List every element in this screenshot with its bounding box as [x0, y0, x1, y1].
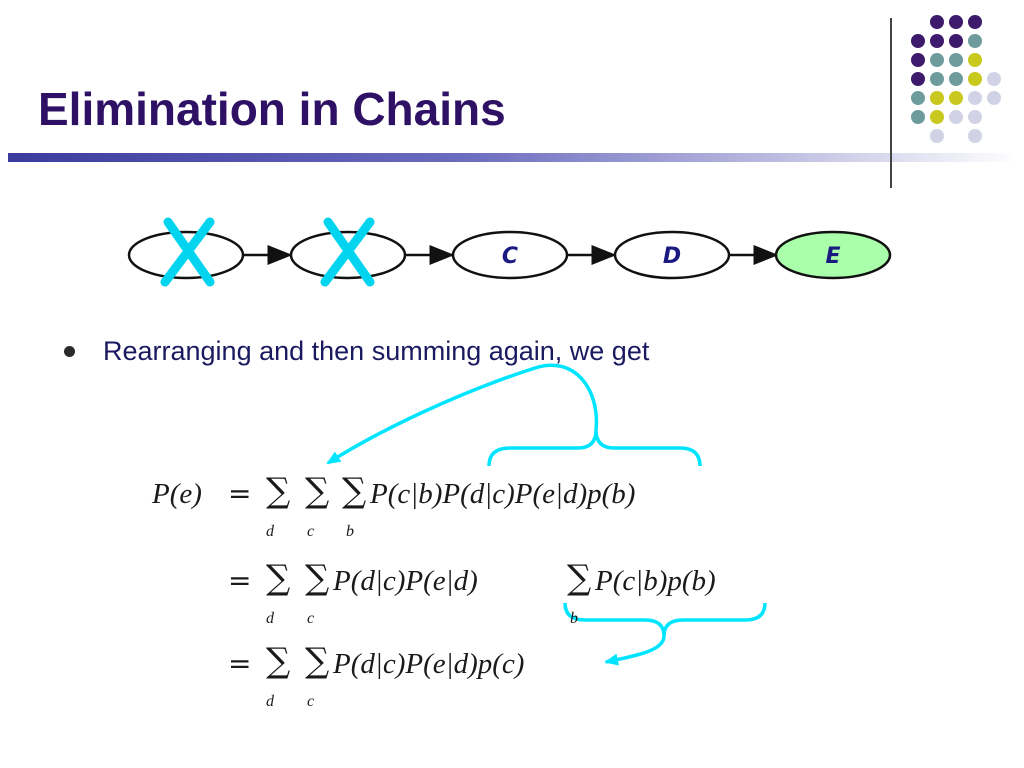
sum-index-d-1: d [266, 523, 275, 540]
decorative-dot [968, 53, 982, 67]
decorative-dot [930, 15, 944, 29]
chain-node-D [613, 230, 731, 280]
annotation-arrow-bottom [604, 635, 666, 666]
decorative-dot [987, 72, 1001, 86]
decorative-dot [968, 34, 982, 48]
chain-node-D-label: D [663, 244, 681, 269]
decorative-dot [930, 34, 944, 48]
chain-node-C [451, 230, 569, 280]
sum-index-d-2: d [266, 610, 275, 627]
decorative-vertical-line [890, 18, 892, 188]
sum-symbol-c-2: ∑ [305, 558, 329, 598]
annotation-arrow-top [326, 363, 599, 465]
equation-line1-lhs: P(e) [151, 478, 202, 510]
sum-index-c-1: c [307, 523, 314, 540]
decorative-dot [968, 129, 982, 143]
equation-line2-equals: = [228, 564, 251, 597]
decorative-dot [930, 129, 944, 143]
decorative-dot [911, 53, 925, 67]
sum-symbol-d-1: ∑ [266, 471, 290, 511]
decorative-dot [949, 72, 963, 86]
sum-index-d-3: d [266, 693, 275, 710]
sum-index-c-3: c [307, 693, 314, 710]
sum-index-b-2: b [570, 610, 578, 627]
decorative-dot [911, 34, 925, 48]
decorative-dot [968, 72, 982, 86]
bullet-text: Rearranging and then summing again, we g… [103, 336, 650, 366]
decorative-dot [949, 34, 963, 48]
equation-line3-terms: P(d|c)P(e|d)p(c) [332, 648, 524, 680]
sum-symbol-b-1: ∑ [342, 471, 366, 511]
decorative-dot [949, 91, 963, 105]
chain-node-E-label: E [825, 244, 840, 269]
equation-line2-terms-a: P(d|c)P(e|d) [332, 565, 478, 597]
decorative-dot [930, 72, 944, 86]
equation-line1-equals: = [228, 477, 251, 510]
cross-mark-node-B [320, 217, 375, 287]
decorative-dot [949, 53, 963, 67]
decorative-dot [968, 15, 982, 29]
decorative-dot [911, 91, 925, 105]
sum-symbol-c-1: ∑ [305, 471, 329, 511]
decorative-dot [987, 91, 1001, 105]
chain-node-A [127, 230, 245, 280]
decorative-dot [911, 72, 925, 86]
decorative-dot [930, 53, 944, 67]
title-underline-bar [8, 153, 1018, 162]
decorative-dot [968, 91, 982, 105]
sum-symbol-c-3: ∑ [305, 641, 329, 681]
decorative-dot [949, 15, 963, 29]
annotation-brace-top [487, 429, 702, 467]
bullet-item: Rearranging and then summing again, we g… [64, 336, 649, 367]
decorative-dot [930, 110, 944, 124]
sum-index-c-2: c [307, 610, 314, 627]
annotation-brace-bottom [563, 602, 767, 637]
sum-symbol-d-3: ∑ [266, 641, 290, 681]
slide-title: Elimination in Chains [38, 83, 506, 135]
chain-node-C-label: C [502, 244, 518, 269]
decorative-dot [911, 110, 925, 124]
decorative-dot [930, 91, 944, 105]
chain-node-B [289, 230, 407, 280]
equation-line1-terms: P(c|b)P(d|c)P(e|d)p(b) [369, 478, 635, 510]
sum-symbol-d-2: ∑ [266, 558, 290, 598]
chain-node-E [774, 230, 892, 280]
equation-line2-terms-b: P(c|b)p(b) [594, 565, 716, 597]
sum-symbol-b-2: ∑ [567, 558, 591, 598]
equation-line3-equals: = [228, 647, 251, 680]
sum-index-b-1: b [346, 523, 354, 540]
decorative-dot [968, 110, 982, 124]
bullet-dot [64, 346, 75, 357]
cross-mark-node-A [160, 217, 215, 287]
decorative-dot-grid [911, 15, 1001, 143]
decorative-dot [949, 110, 963, 124]
